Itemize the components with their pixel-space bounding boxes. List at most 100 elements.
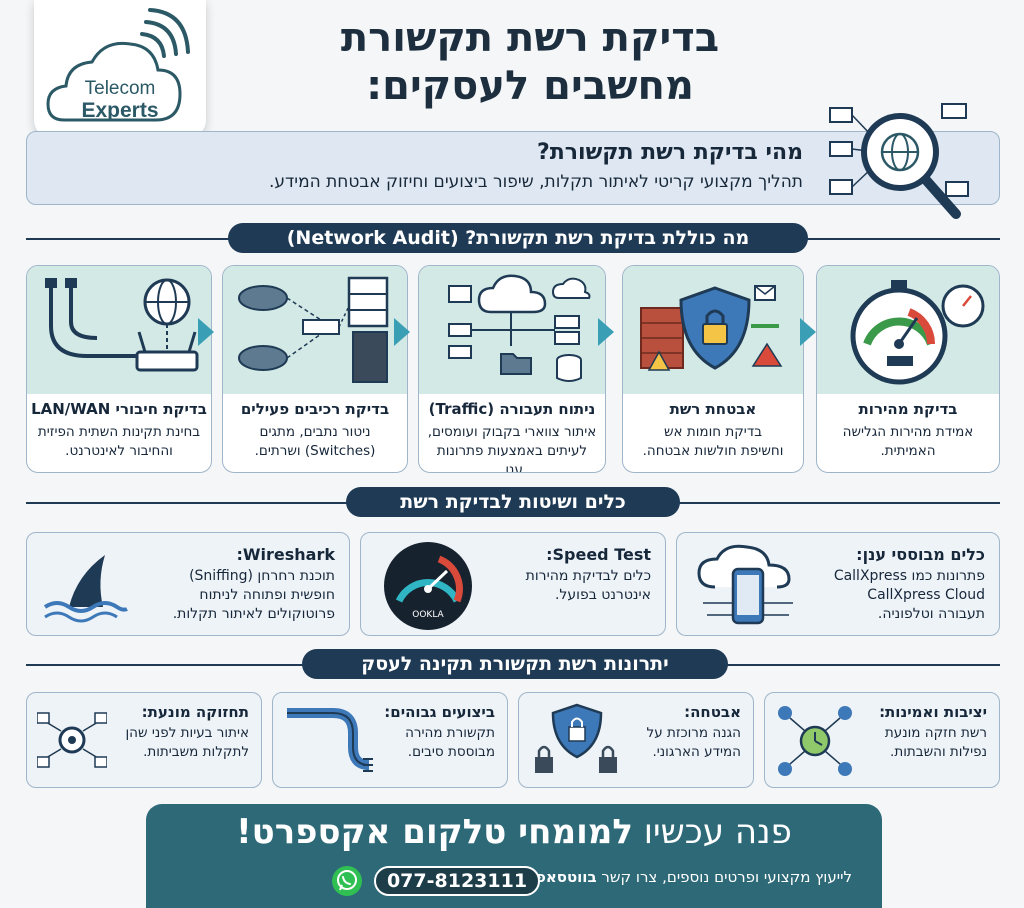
tool-desc-line: כלים לבדיקת מהירות [525,568,651,584]
tool-desc-line: פרוטוקולים לאיתור תקלות. [172,606,335,622]
step-card-speed: בדיקת מהירות אמידת מהירות הגלישה האמיתית… [816,265,1000,473]
flow-arrow [800,318,816,346]
step-title: בדיקת מהירות [858,400,958,418]
benefit-title: ביצועים גבוהים: [384,703,495,721]
step-title: בדיקת רכיבים פעילים [240,400,390,418]
tool-card-wireshark: Wireshark: תוכנת רחרחן (Sniffing) חופשית… [26,532,350,636]
step-card-active-components: בדיקת רכיבים פעילים ניטור נתבים, מתגים (… [222,265,408,473]
shark-fin-icon [43,555,128,623]
cloud-wifi-icon [46,8,190,122]
step-desc: בחינת תקינות השתית הפיזית והחיבור לאינטר… [33,423,205,461]
gauge-label: OOKLA [412,610,444,620]
page-title: בדיקת רשת תקשורת מחשבים לעסקים: [250,14,810,110]
step-title: אבטחת רשת [669,400,757,418]
logo-line2: Experts [81,99,159,122]
magnifier-network-icon [829,103,969,219]
step-desc: ניטור נתבים, מתגים (Switches) ושרתים. [229,423,401,461]
tool-desc-line: אינטרנט בפועל. [554,587,651,603]
benefit-desc-line: הגנה מרוכזת על [646,725,741,741]
cable-globe-icon [45,278,199,372]
cable-router-illustration [27,266,211,394]
step-card-security: אבטחת רשת בדיקת חומות אש וחשיפת חולשות א… [622,265,804,473]
step-desc: בדיקת חומות אש וחשיפת חולשות אבטחה. [629,423,797,461]
benefit-title: תחזוקה מונעת: [141,703,249,721]
tool-desc-line: CallXpress Cloud [867,587,985,603]
step-desc: אמידת מהירות הגלישה האמיתית. [823,423,993,461]
title-line2: מחשבים לעסקים: [366,63,694,109]
tool-title: Speed Test: [546,545,651,564]
section-tools-heading: כלים ושיטות לבדיקת רשת [346,487,680,517]
benefit-desc-line: מבוססת סיבים. [407,744,495,760]
intro-question: מהי בדיקת רשת תקשורת? [537,140,803,165]
step-desc-line: אמידת מהירות הגלישה [842,424,974,440]
benefit-desc: הגנה מרוכזת על המידע הארגוני. [647,724,741,762]
benefit-desc: רשת חזקה מונעת נפילות והשבתות. [885,724,987,762]
stopwatch-illustration [817,266,999,394]
tool-title: כלים מבוססי ענן: [856,545,985,564]
benefit-desc: איתור בעיות לפני שהן לתקלות משביתות. [125,724,249,762]
section-audit-heading: מה כוללת בדיקת רשת תקשורת? (Network Audi… [228,223,808,253]
title-line1: בדיקת רשת תקשורת [340,15,720,61]
step-desc-line: וחשיפת חולשות אבטחה. [642,443,784,459]
tool-card-cloud: כלים מבוססי ענן: פתרונות כמו CallXpress … [676,532,1000,636]
step-desc-line: האמיתית. [880,443,936,459]
tool-desc-line: תעבורה וטלפוניה. [877,606,985,622]
firewall-illustration [623,266,803,394]
tool-card-speedtest: OOKLA Speed Test: כלים לבדיקת מהירות אינ… [360,532,666,636]
benefit-desc-line: המידע הארגוני. [652,744,741,760]
clock-network-icon [778,706,852,776]
whatsapp-icon [337,870,357,891]
phone-number-button[interactable]: 077-8123111 [374,866,540,896]
cta-sub-text: לייעוץ מקצועי ופרטים נוספים, צרו קשר [596,868,852,886]
step-desc-line: בחינת תקינות השתית הפיזית [37,424,201,440]
cloud-phone-icon [697,544,793,625]
cta-prefix: פנה עכשיו [632,812,792,852]
step-desc-line: לעיתים באמצעות פתרונות ענן. [436,443,588,473]
benefit-card-security: אבטחה: הגנה מרוכזת על המידע הארגוני. [518,692,754,788]
step-desc-line: איתור צווארי בקבוק ועומסים, [427,424,597,440]
benefit-card-maintenance: תחזוקה מונעת: איתור בעיות לפני שהן לתקלו… [26,692,262,788]
shield-lock-icon [640,285,783,371]
benefit-desc-line: לתקלות משביתות. [143,744,249,760]
step-desc-line: בדיקת חומות אש [663,424,763,440]
cta-banner: פנה עכשיו למומחי טלקום אקספרט! לייעוץ מק… [146,804,882,908]
tool-desc: פתרונות כמו CallXpress CallXpress Cloud … [834,567,985,624]
tool-desc-line: תוכנת רחרחן (Sniffing) [189,568,335,584]
cloud-traffic-illustration [419,266,605,394]
cta-heading: פנה עכשיו למומחי טלקום אקספרט! [146,812,882,852]
flow-arrow [598,318,614,346]
benefit-desc-line: תקשורת מהירה [405,725,495,741]
tool-desc: תוכנת רחרחן (Sniffing) חופשית ופתוחה לני… [173,567,335,624]
step-title: בדיקת חיבורי LAN/WAN [31,400,207,418]
section-benefits-heading: יתרונות רשת תקשורת תקינה לעסק [302,649,728,679]
step-desc-line: והחיבור לאינטרנט. [65,443,173,459]
tool-desc-line: פתרונות כמו CallXpress [833,568,985,584]
speedometer-icon: OOKLA [384,542,472,630]
intro-answer: תהליך מקצועי קריטי לאיתור תקלות, שיפור ב… [268,172,803,192]
stopwatch-gauge-icon [850,280,985,385]
step-card-lan-wan: בדיקת חיבורי LAN/WAN בחינת תקינות השתית … [26,265,212,473]
tool-title: Wireshark: [236,545,335,564]
tool-desc: כלים לבדיקת מהירות אינטרנט בפועל. [526,567,651,605]
flow-arrow [394,318,410,346]
step-desc: איתור צווארי בקבוק ועומסים, לעיתים באמצע… [425,423,599,473]
whatsapp-button[interactable] [332,866,362,896]
cta-subtext: לייעוץ מקצועי ופרטים נוספים, צרו קשר בוו… [536,868,852,886]
tool-desc-line: חופשית ופתוחה לניתוח [199,587,335,603]
benefit-desc: תקשורת מהירה מבוססת סיבים. [405,724,495,762]
telecom-experts-logo: Telecom Experts [34,0,206,138]
benefit-title: יציבות ואמינות: [879,703,987,721]
benefit-card-performance: ביצועים גבוהים: תקשורת מהירה מבוססת סיבי… [272,692,508,788]
benefit-desc-line: נפילות והשבתות. [890,744,987,760]
benefit-card-stability: יציבות ואמינות: רשת חזקה מונעת נפילות וה… [764,692,1000,788]
logo-line1: Telecom [84,78,156,99]
step-title: ניתוח תעבורה (Traffic) [428,400,596,418]
benefit-desc-line: רשת חזקה מונעת [884,725,987,741]
servers-illustration [223,266,407,394]
cta-main-text: למומחי טלקום אקספרט! [236,812,633,852]
router-server-icon [238,276,389,383]
fiber-cable-icon [287,708,373,772]
step-desc-line: ניטור נתבים, מתגים [259,424,371,440]
cloud-flow-icon [448,274,591,382]
flow-arrow [198,318,214,346]
